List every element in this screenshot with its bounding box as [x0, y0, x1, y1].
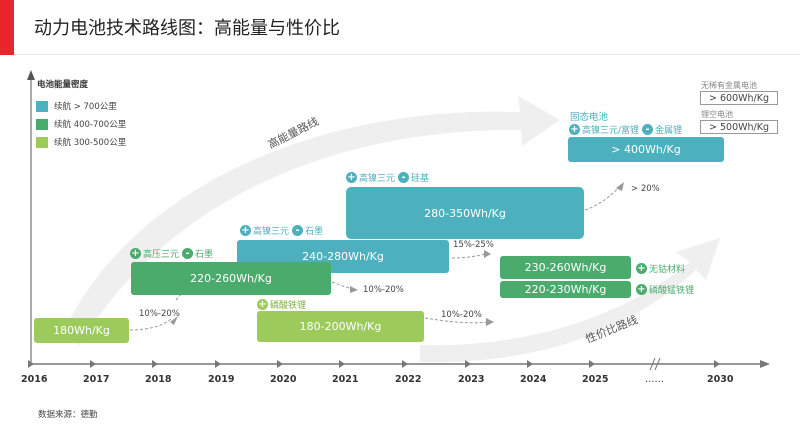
no-rare-metal-label: 无稀有金属电池 [701, 81, 757, 90]
year-label: 2030 [707, 374, 734, 385]
plus-icon: + [257, 299, 268, 310]
minus-icon: - [182, 248, 194, 259]
tag-label: 硅基 [411, 174, 430, 184]
tag-label: 磷酸铁锂 [270, 301, 307, 311]
box-400wh: > 400Wh/Kg [568, 137, 724, 162]
x-axis-arrowhead [760, 360, 770, 368]
year-label: 2019 [208, 374, 235, 385]
tag-2020: + 高镍三元 - 石墨 [240, 224, 323, 237]
tag-label: 高压三元 [143, 250, 180, 260]
legend-item-700: 续航 > 700公里 [36, 100, 126, 112]
growth-note: 10%-20% [441, 310, 482, 320]
plus-icon: + [636, 263, 647, 274]
legend: 续航 > 700公里 续航 400-700公里 续航 300-500公里 [36, 100, 126, 148]
box-180wh: 180Wh/Kg [34, 318, 129, 343]
year-label: 2024 [520, 374, 547, 385]
legend-swatch [36, 136, 48, 148]
legend-item-400-700: 续航 400-700公里 [36, 118, 126, 130]
y-axis-label: 电池能量密度 [37, 80, 89, 90]
legend-label: 续航 400-700公里 [54, 120, 127, 130]
box-180-200wh: 180-200Wh/Kg [257, 311, 424, 342]
y-axis-arrowhead [27, 70, 35, 80]
legend-swatch [36, 100, 48, 112]
box-220-260wh: 220-260Wh/Kg [131, 262, 331, 295]
year-label: 2021 [332, 374, 359, 385]
tag-cobalt-free: + 无钴材料 [636, 262, 685, 275]
high-energy-arrow [60, 96, 560, 345]
tag-2025: + 高镍三元/富锂 - 金属锂 [569, 123, 682, 136]
connector-arrowheads [170, 182, 624, 326]
year-label: 2022 [395, 374, 422, 385]
box-280-350wh: 280-350Wh/Kg [346, 187, 584, 239]
tag-label: 石墨 [195, 250, 214, 260]
legend-item-300-500: 续航 300-500公里 [36, 136, 126, 148]
tag-label: 高镍三元 [359, 174, 396, 184]
year-label: 2023 [458, 374, 485, 385]
cost-arrow [420, 238, 720, 363]
tag-label: 金属锂 [655, 126, 683, 136]
no-rare-metal-value: > 600Wh/Kg [700, 91, 778, 105]
page-title: 动力电池技术路线图：高能量与性价比 [34, 18, 340, 39]
box-230-260wh: 230-260Wh/Kg [500, 256, 631, 279]
legend-label: 续航 > 700公里 [54, 102, 117, 112]
box-220-230wh: 220-230Wh/Kg [500, 281, 631, 298]
minus-icon: - [292, 225, 304, 236]
year-ellipsis: …… [645, 374, 664, 385]
legend-swatch [36, 118, 48, 130]
tag-label: 高镍三元/富锂 [582, 126, 640, 136]
year-label: 2017 [83, 374, 110, 385]
data-source: 数据来源：德勤 [38, 410, 98, 420]
tag-2021: + 高镍三元 - 硅基 [346, 171, 429, 184]
tag-label: 石墨 [305, 227, 324, 237]
plus-icon: + [130, 248, 141, 259]
tag-label: 无钴材料 [649, 265, 686, 275]
year-ticks [28, 360, 720, 368]
year-label: 2025 [582, 374, 609, 385]
growth-note: 15%-25% [453, 240, 494, 250]
tag-2020-lfp: + 磷酸铁锂 [257, 298, 306, 311]
year-label: 2018 [145, 374, 172, 385]
tag-lmfp: + 磷酸锰铁锂 [636, 283, 694, 296]
plus-icon: + [636, 284, 647, 295]
plus-icon: + [240, 225, 251, 236]
minus-icon: - [642, 124, 654, 135]
tag-2018: + 高压三元 - 石墨 [130, 247, 213, 260]
plus-icon: + [346, 172, 357, 183]
growth-note: 10%-20% [139, 309, 180, 319]
growth-note: > 20% [631, 184, 660, 194]
title-accent-bar [0, 0, 14, 55]
plus-icon: + [569, 124, 580, 135]
tag-label: 磷酸锰铁锂 [649, 286, 695, 296]
lithium-air-label: 锂空电池 [701, 110, 733, 119]
minus-icon: - [398, 172, 410, 183]
legend-label: 续航 300-500公里 [54, 138, 127, 148]
title-divider [14, 54, 800, 55]
year-label: 2016 [21, 374, 48, 385]
tag-label: 高镍三元 [253, 227, 290, 237]
solid-state-label: 固态电池 [570, 112, 609, 123]
year-label: 2020 [270, 374, 297, 385]
box-240-280wh: 240-280Wh/Kg [237, 240, 449, 273]
growth-note: 10%-20% [363, 285, 404, 295]
lithium-air-value: > 500Wh/Kg [700, 120, 778, 134]
